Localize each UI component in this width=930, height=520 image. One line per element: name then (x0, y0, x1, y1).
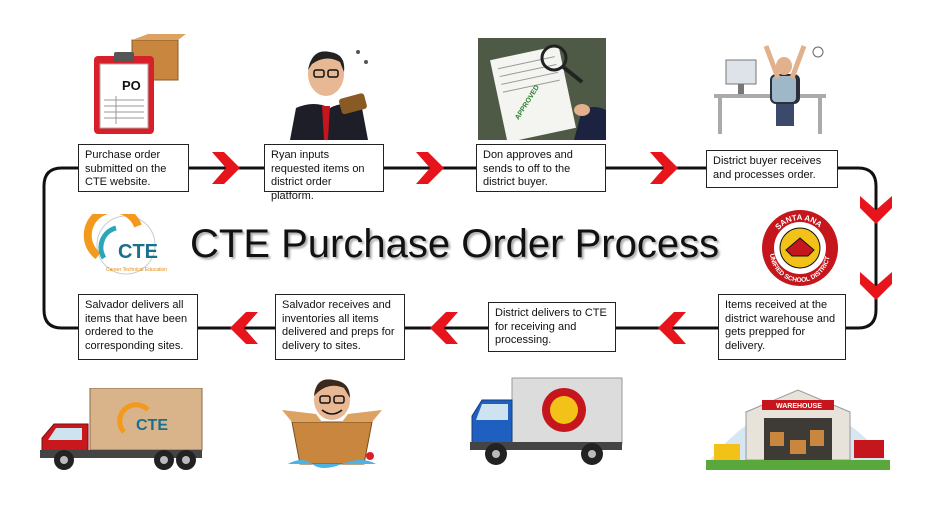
step-4-box: District buyer receives and processes or… (706, 150, 838, 188)
warehouse-illustration: WAREHOUSE (706, 389, 890, 470)
step-8-box: Salvador delivers all items that have be… (78, 294, 198, 360)
cte-logo-text: CTE (118, 241, 158, 263)
step-6-box: District delivers to CTE for receiving a… (488, 302, 616, 352)
flow-arrows (212, 152, 892, 344)
truck-cte-text: CTE (136, 417, 168, 434)
approval-document-illustration: APPROVED (478, 38, 606, 140)
warehouse-sign-text: WAREHOUSE (776, 403, 822, 410)
po-label: PO (122, 78, 141, 93)
cte-logo: CTE Career Technical Education (83, 214, 167, 275)
arrow-left-2 (430, 312, 458, 344)
step-7-box: Salvador receives and inventories all it… (275, 294, 405, 360)
arrow-down-1 (860, 196, 892, 224)
step-2-box: Ryan inputs requested items on district … (264, 144, 384, 202)
step-3-box: Don approves and sends to off to the dis… (476, 144, 606, 192)
district-van-illustration (470, 377, 623, 465)
arrow-down-2 (860, 272, 892, 300)
ryan-cartoon-illustration (290, 50, 368, 140)
po-clipboard-illustration: PO (94, 34, 186, 134)
arrow-left-3 (230, 312, 258, 344)
cte-logo-tagline: Career Technical Education (106, 267, 167, 273)
diagram-title: CTE Purchase Order Process (190, 222, 720, 266)
salvador-box-illustration (282, 379, 382, 468)
district-buyer-illustration (714, 45, 826, 134)
step-1-box: Purchase order submitted on the CTE webs… (78, 144, 189, 192)
arrow-right-1 (212, 152, 240, 184)
arrow-right-2 (416, 152, 444, 184)
arrow-right-3 (650, 152, 678, 184)
cte-delivery-truck-illustration: CTE (40, 388, 203, 470)
arrow-left-1 (658, 312, 686, 344)
district-seal: SANTA ANA UNIFIED SCHOOL DISTRICT (762, 210, 838, 286)
step-5-box: Items received at the district warehouse… (718, 294, 846, 360)
